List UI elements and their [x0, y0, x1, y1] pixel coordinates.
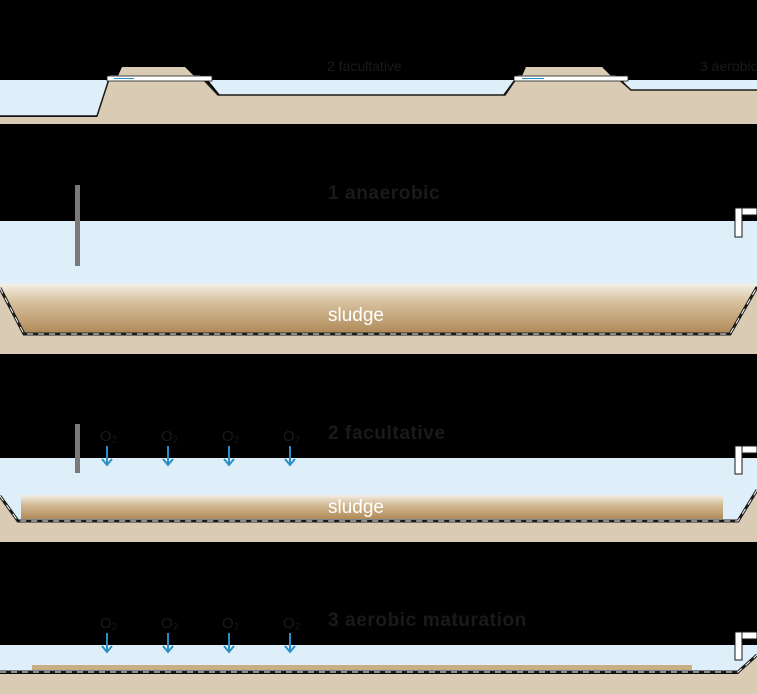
pond-anaerobic-liner-dash	[0, 286, 757, 335]
oxygen-label: O₂	[100, 428, 118, 445]
pond-facultative-sludge-label: sludge	[328, 497, 384, 518]
overview-dike-1	[118, 67, 194, 76]
oxygen-label: O₂	[283, 615, 301, 632]
oxygen-inflow-group: O₂ O₂ O₂ O₂	[100, 428, 301, 467]
oxygen-arrow-icon	[101, 633, 113, 654]
pond-facultative-ground	[0, 490, 757, 542]
pond-aerobic-ground	[0, 656, 757, 694]
overview-ground	[0, 75, 757, 124]
overview-water-right	[622, 80, 757, 90]
oxygen-label: O₂	[283, 428, 301, 445]
overview-section: 2 facultative 3 aerobic	[0, 58, 757, 124]
pond-anaerobic-ground	[0, 287, 757, 354]
oxygen-arrow-icon	[284, 446, 296, 467]
oxygen-inflow-group: O₂ O₂ O₂ O₂	[100, 615, 301, 654]
overview-pipe-1	[106, 75, 213, 82]
overview-water-left	[0, 80, 108, 116]
outlet-pipe-icon	[734, 445, 757, 475]
oxygen-label: O₂	[100, 615, 118, 632]
pond-facultative-title: 2 facultative	[328, 423, 446, 444]
oxygen-label: O₂	[222, 615, 240, 632]
pond-facultative-section: 2 facultative sludge O₂ O₂ O₂ O₂	[0, 423, 757, 542]
pond-anaerobic-section: 1 anaerobic sludge	[0, 183, 757, 354]
pond-facultative-water	[0, 458, 757, 495]
inlet-post-icon	[75, 424, 80, 473]
overview-outline	[0, 75, 757, 117]
oxygen-label: O₂	[161, 615, 179, 632]
oxygen-label: O₂	[161, 428, 179, 445]
oxygen-arrow-icon	[223, 633, 235, 654]
pond-aerobic-sludge-layer	[32, 665, 692, 670]
overview-pipe-2	[513, 75, 629, 82]
pond-facultative-sludge	[21, 495, 723, 519]
oxygen-arrow-icon	[284, 633, 296, 654]
pond-anaerobic-sludge	[0, 284, 757, 333]
outlet-pipe-icon	[734, 207, 757, 238]
pond-anaerobic-water	[0, 221, 757, 285]
pond-aerobic-section: 3 aerobic maturation O₂ O₂ O₂ O₂	[0, 610, 757, 694]
oxygen-arrow-icon	[223, 446, 235, 467]
pond-anaerobic-sludge-label: sludge	[328, 305, 384, 326]
pond-aerobic-title: 3 aerobic maturation	[328, 610, 527, 631]
oxygen-label: O₂	[222, 428, 240, 445]
oxygen-arrow-icon	[162, 633, 174, 654]
oxygen-arrow-icon	[101, 446, 113, 467]
pond-anaerobic-title: 1 anaerobic	[328, 183, 440, 204]
oxygen-arrow-icon	[162, 446, 174, 467]
inlet-post-icon	[75, 185, 80, 266]
pond-aerobic-liner-dash	[0, 654, 757, 673]
overview-dike-2	[522, 67, 611, 76]
overview-label-aerobic: 3 aerobic	[700, 58, 757, 74]
overview-water-middle	[208, 80, 514, 95]
overview-label-facultative: 2 facultative	[327, 58, 402, 74]
outlet-pipe-icon	[734, 631, 757, 661]
pond-facultative-liner-dash	[0, 489, 757, 522]
